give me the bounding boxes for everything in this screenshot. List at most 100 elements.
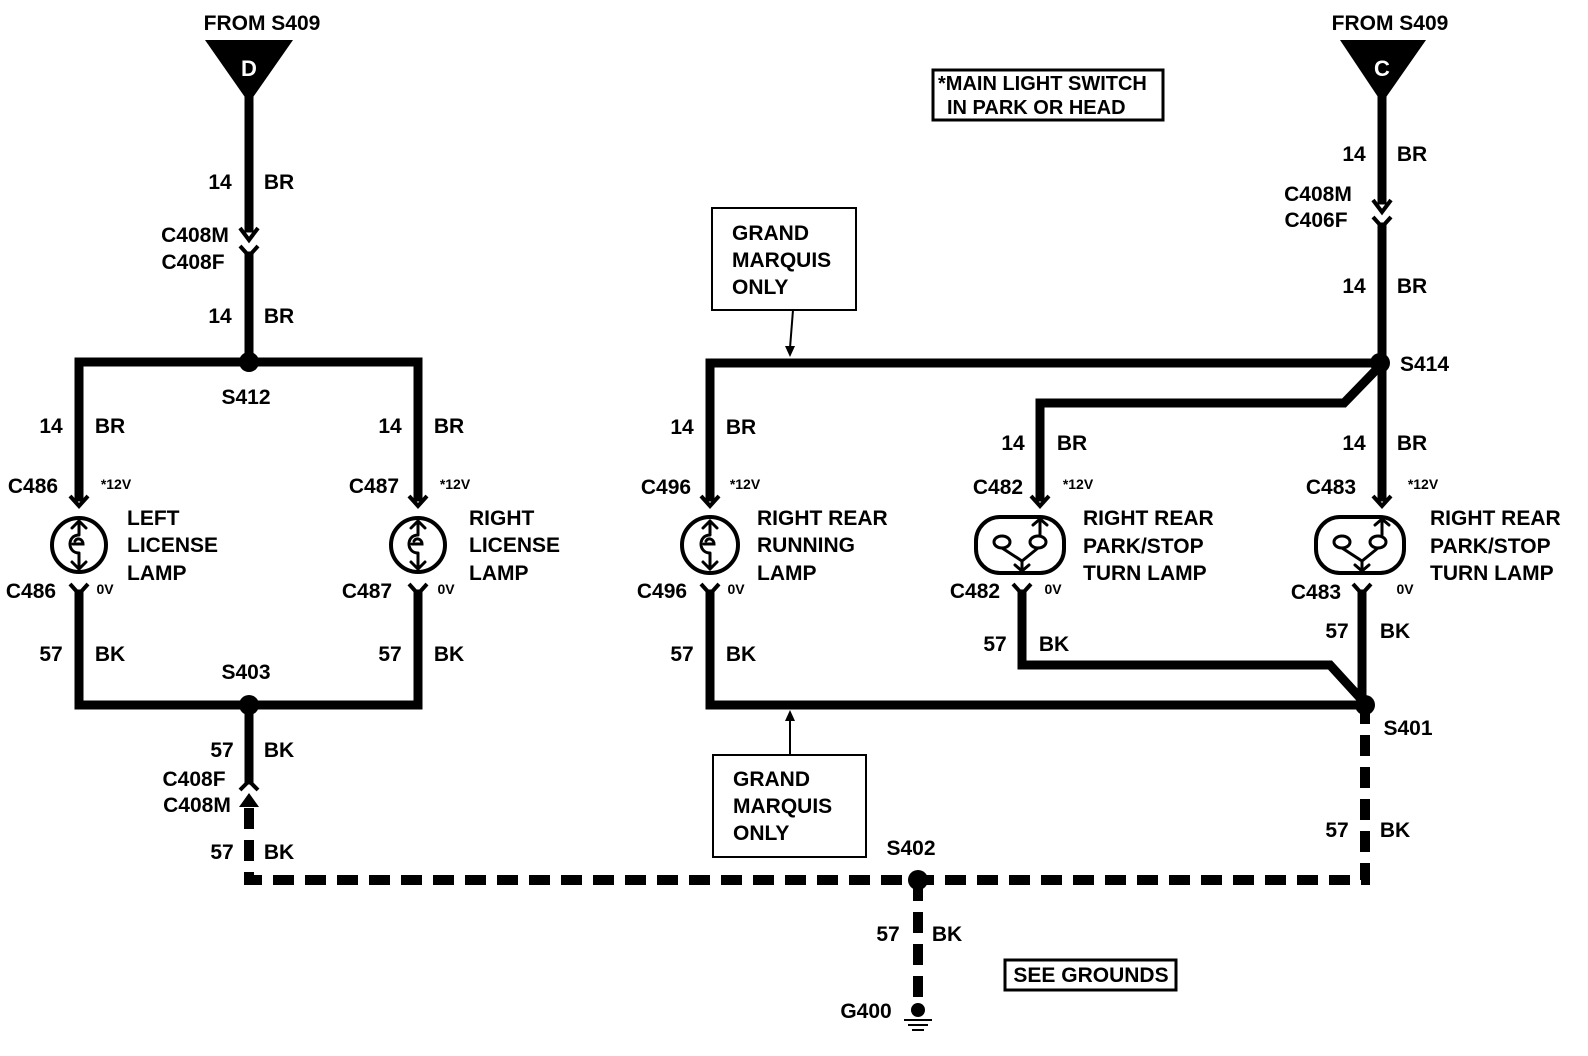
wire-color-label: BK xyxy=(1380,620,1410,643)
wire-color-label: BK xyxy=(95,643,125,666)
wire-gauge-label: 14 xyxy=(1342,275,1366,298)
wire-gauge-label: 14 xyxy=(39,415,63,438)
lamp-connector-label: C486 xyxy=(6,580,56,603)
right-feed-pin-label: C xyxy=(1374,56,1390,81)
right-feed-source-label: FROM S409 xyxy=(1332,12,1449,35)
c408m-male-terminal xyxy=(238,226,260,244)
lamp-connector-label: C482 xyxy=(973,476,1023,499)
lamp-name-line: LICENSE xyxy=(127,534,218,557)
wire-color-label: BK xyxy=(264,841,294,864)
inline-connector-label: C408F xyxy=(161,251,224,274)
lamp-name-line: RIGHT REAR xyxy=(757,507,888,530)
lamp-name-line: RUNNING xyxy=(757,534,855,557)
lamp-name-line: LEFT xyxy=(127,507,180,530)
park-stop-turn-lamp-bulb-icon xyxy=(974,515,1066,575)
wire-color-label: BR xyxy=(264,171,294,194)
lamp-connector-label: C496 xyxy=(641,476,691,499)
grand-marquis-only-note-bottom xyxy=(712,754,867,858)
main-light-switch-note-line: IN PARK OR HEAD xyxy=(947,97,1126,119)
right-rear-running-lamp-bulb-icon xyxy=(680,515,740,575)
lamp-name-line: LAMP xyxy=(469,562,529,585)
grand-marquis-note-line: ONLY xyxy=(733,822,789,845)
lamp-voltage-label: *12V xyxy=(730,476,761,492)
grand-marquis-note-line: ONLY xyxy=(732,276,788,299)
wire-gauge-label: 14 xyxy=(208,305,232,328)
wire-c482-feed xyxy=(1035,362,1384,502)
splice-label: S412 xyxy=(221,386,270,409)
lamp-top-connector-terminal xyxy=(407,494,429,509)
wire-gauge-label: 14 xyxy=(1001,432,1025,455)
lamp-connector-label: C486 xyxy=(8,475,58,498)
left-feed-pin-label: D xyxy=(241,56,257,81)
wire-color-label: BK xyxy=(264,739,294,762)
park-stop-turn-lamp-bulb-icon xyxy=(1314,515,1406,575)
lamp-voltage-label: 0V xyxy=(1396,581,1414,597)
lamp-connector-label: C496 xyxy=(637,580,687,603)
wire-gauge-label: 14 xyxy=(670,416,694,439)
wire-gauge-label: 57 xyxy=(210,739,233,762)
wire-color-label: BK xyxy=(726,643,756,666)
lamp-name-line: LICENSE xyxy=(469,534,560,557)
splice-label: S401 xyxy=(1383,717,1432,740)
wire-gauge-label: 57 xyxy=(1325,819,1348,842)
inline-connector-label: C408M xyxy=(161,224,229,247)
left-license-lamp-bulb-icon xyxy=(50,516,108,574)
splice-label: S414 xyxy=(1400,353,1449,376)
splice-label: S403 xyxy=(221,661,270,684)
note-pointer-arrowhead xyxy=(785,346,795,357)
lamp-top-connector-terminal xyxy=(68,494,90,509)
see-grounds-label: SEE GROUNDS xyxy=(1013,964,1168,987)
note-pointer-arrowhead xyxy=(785,710,795,721)
wire-color-label: BR xyxy=(1397,432,1427,455)
wire-running-lamp-feed-bus xyxy=(705,358,1385,502)
lamp-voltage-label: 0V xyxy=(96,581,114,597)
wire-gauge-label: 14 xyxy=(1342,143,1366,166)
wire-gauge-label: 57 xyxy=(670,643,693,666)
grand-marquis-note-line: MARQUIS xyxy=(733,795,832,818)
c408m-male-terminal xyxy=(1371,198,1393,216)
wire-color-label: BR xyxy=(95,415,125,438)
lamp-name-line: TURN LAMP xyxy=(1430,562,1554,585)
wire-color-label: BK xyxy=(932,923,962,946)
splice-s412-dot xyxy=(239,352,259,372)
note-pointer-line xyxy=(789,309,794,349)
wire-gauge-label: 57 xyxy=(1325,620,1348,643)
wire-color-label: BR xyxy=(1397,143,1427,166)
main-light-switch-note-box xyxy=(931,68,1165,122)
wire-gauge-label: 14 xyxy=(1342,432,1366,455)
wire-color-label: BR xyxy=(434,415,464,438)
lamp-name-line: TURN LAMP xyxy=(1083,562,1207,585)
lamp-name-line: PARK/STOP xyxy=(1430,535,1551,558)
lamp-name-line: RIGHT REAR xyxy=(1083,507,1214,530)
see-grounds-box xyxy=(1003,958,1178,992)
lamp-connector-label: C487 xyxy=(349,475,399,498)
lamp-name-line: PARK/STOP xyxy=(1083,535,1204,558)
wire-color-label: BK xyxy=(434,643,464,666)
splice-label: S402 xyxy=(886,837,935,860)
c408m-male-terminal xyxy=(239,793,259,807)
lamp-voltage-label: *12V xyxy=(440,476,471,492)
c408f-female-terminal xyxy=(238,778,260,792)
wire-gauge-label: 57 xyxy=(210,841,233,864)
lamp-top-connector-terminal xyxy=(1029,494,1051,509)
ground-label: G400 xyxy=(840,1000,891,1023)
wire-ground-bus-dashed xyxy=(244,712,1370,885)
lamp-top-connector-terminal xyxy=(1371,494,1393,509)
wire-color-label: BR xyxy=(1397,275,1427,298)
lamp-connector-label: C487 xyxy=(342,580,392,603)
lamp-connector-label: C483 xyxy=(1291,581,1341,604)
lamp-voltage-label: 0V xyxy=(727,581,745,597)
splice-s401-dot xyxy=(1355,695,1375,715)
left-feed-source-label: FROM S409 xyxy=(204,12,321,35)
grand-marquis-note-line: MARQUIS xyxy=(732,249,831,272)
wire-color-label: BK xyxy=(1039,633,1069,656)
wire-gauge-label: 14 xyxy=(378,415,402,438)
lamp-name-line: RIGHT xyxy=(469,507,535,530)
wire-gauge-label: 57 xyxy=(39,643,62,666)
lamp-voltage-label: 0V xyxy=(1044,581,1062,597)
wire-color-label: BK xyxy=(1380,819,1410,842)
wire-c482-ground xyxy=(1017,589,1369,707)
grand-marquis-note-line: GRAND xyxy=(733,768,810,791)
wire-running-lamp-ground-bus xyxy=(705,589,1370,710)
lamp-voltage-label: *12V xyxy=(1408,476,1439,492)
